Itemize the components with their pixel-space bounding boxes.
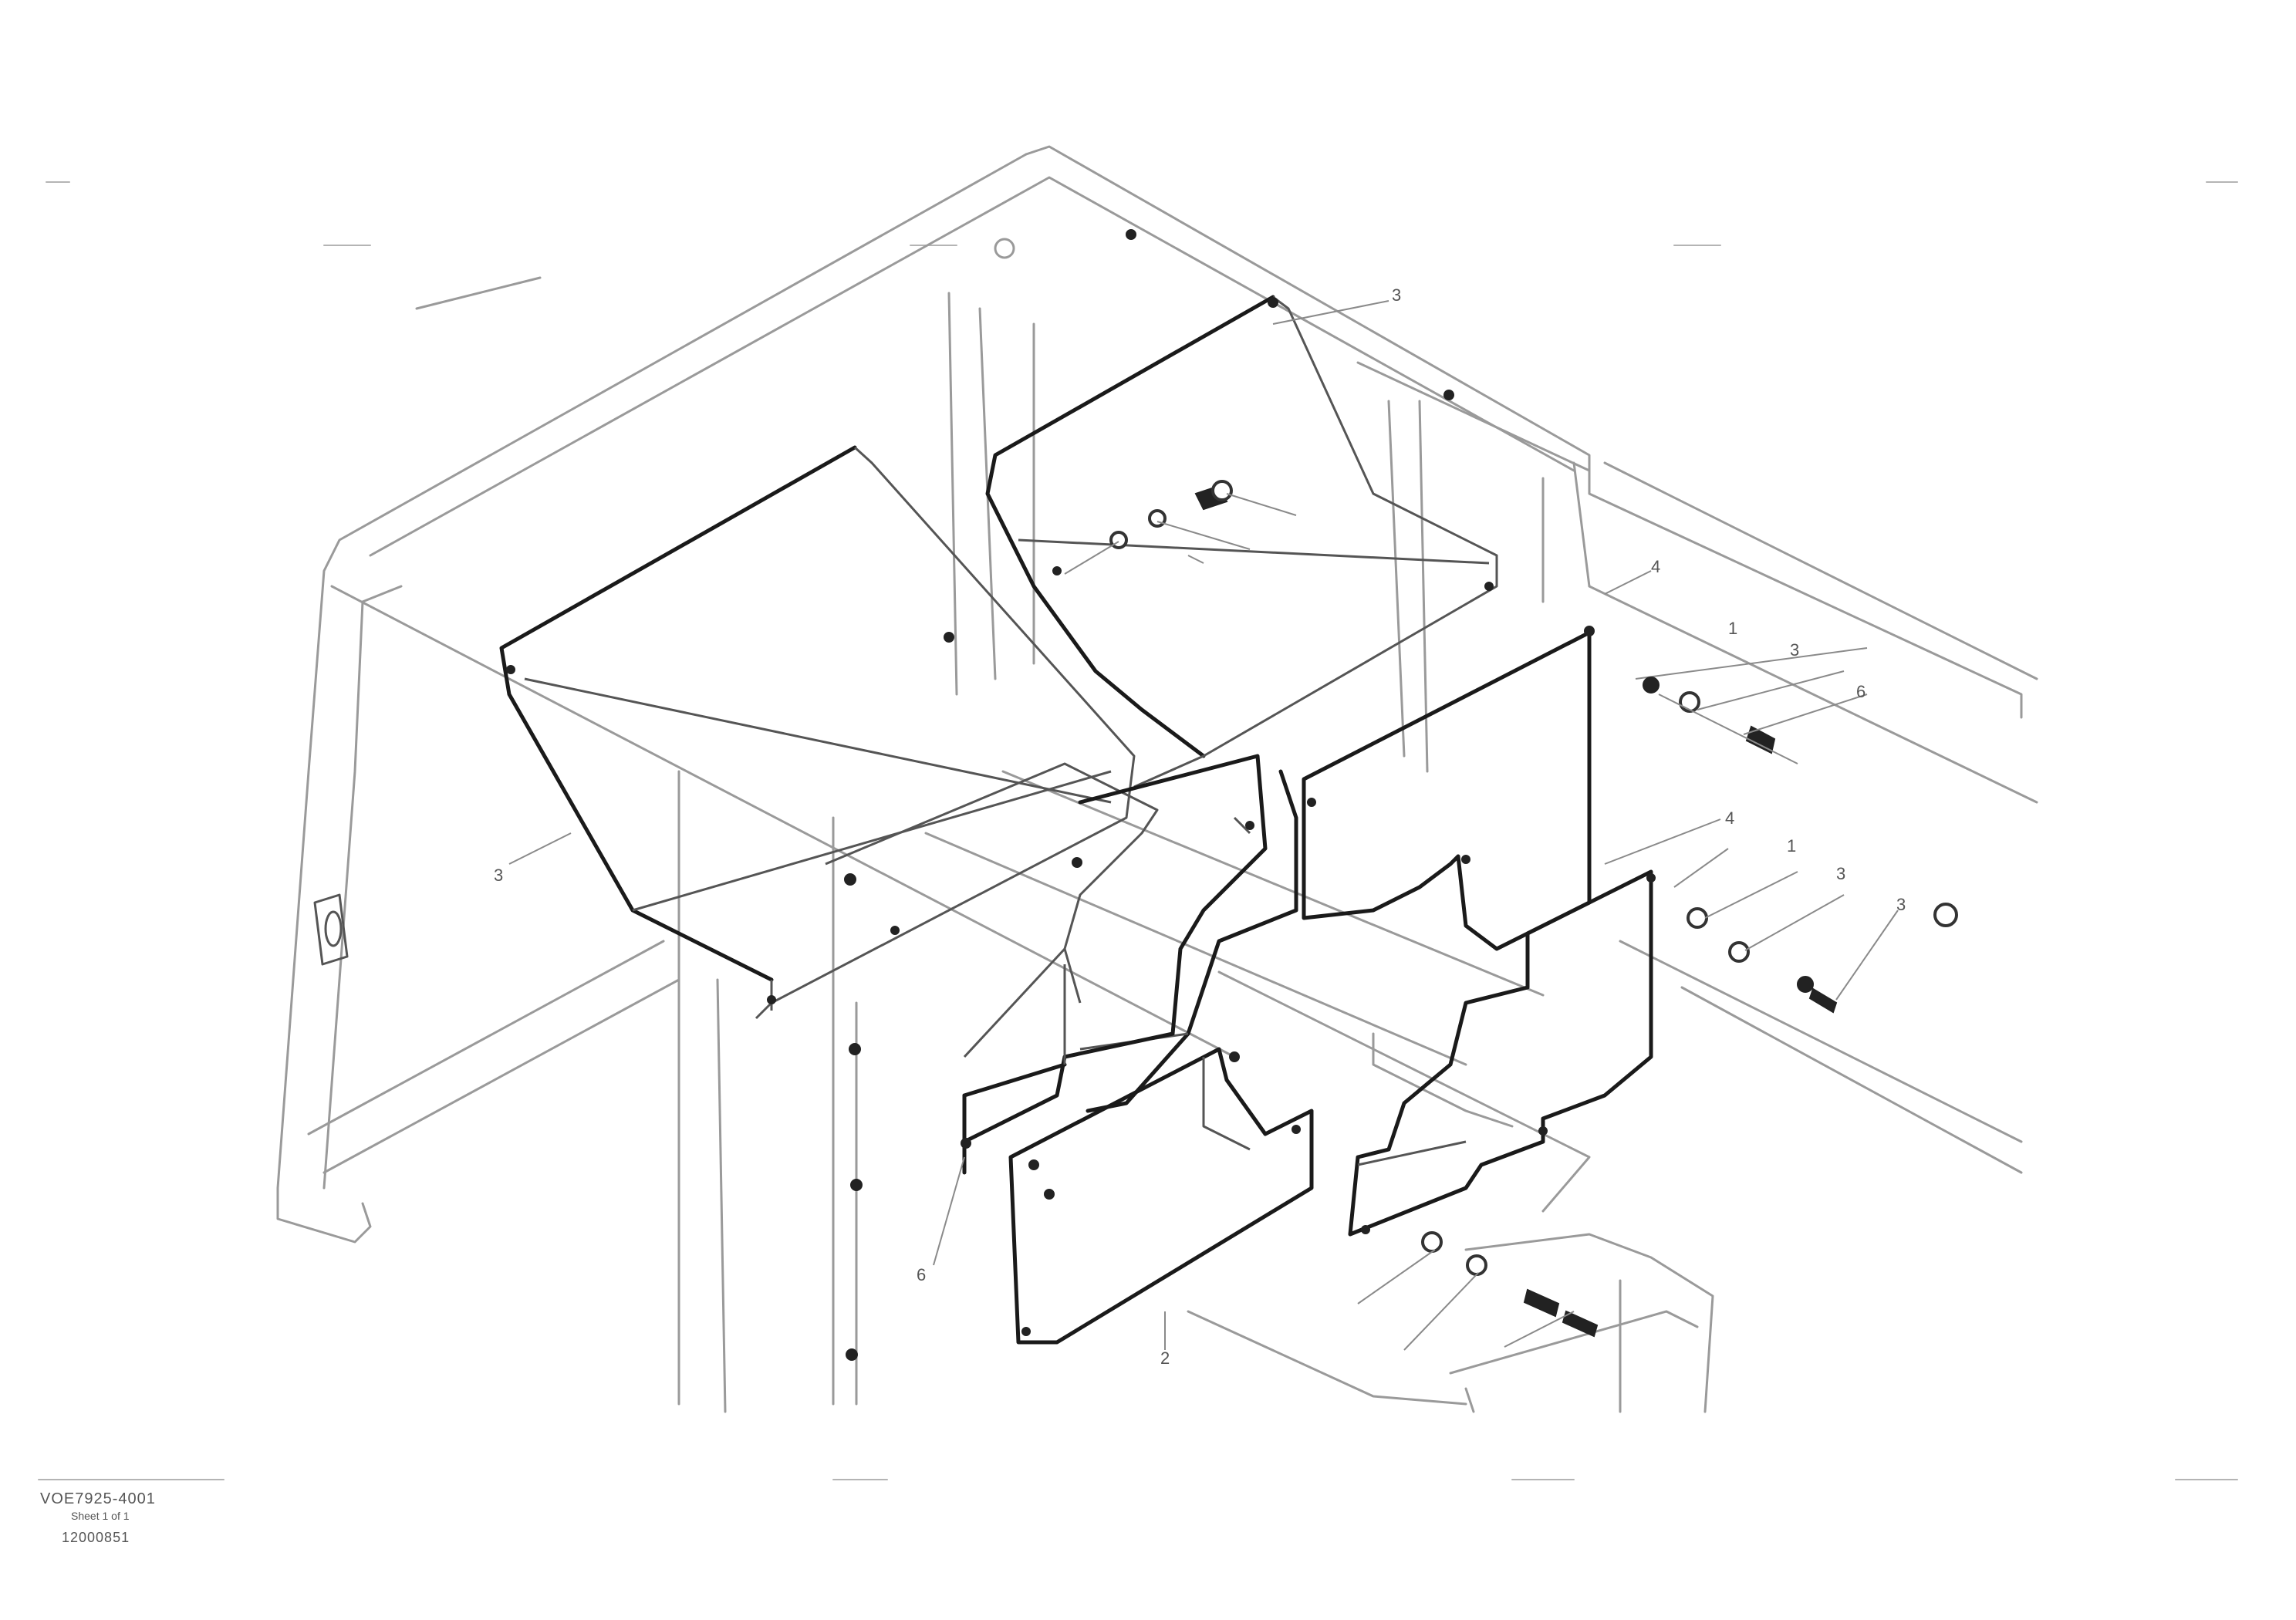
callout-left: 3 bbox=[494, 866, 503, 885]
callout-right-6: 1 bbox=[1787, 836, 1796, 856]
fastener-set-lower bbox=[1357, 1231, 1599, 1351]
callout-lower-mid: 2 bbox=[1160, 1348, 1170, 1368]
plate-right-lower bbox=[1348, 869, 1656, 1237]
border-ticks bbox=[38, 181, 2238, 1480]
panel-right bbox=[985, 295, 1498, 788]
callout-right-8: 3 bbox=[1896, 895, 1906, 914]
callout-right-2: 1 bbox=[1728, 619, 1737, 638]
callout-right-1: 4 bbox=[1651, 557, 1660, 576]
callout-right-4: 6 bbox=[1856, 682, 1866, 701]
pillar-bolts bbox=[844, 873, 1055, 1361]
callout-labels: 3 3 4 1 3 6 4 1 3 3 2 6 bbox=[494, 285, 1906, 1368]
callout-lower-left: 6 bbox=[917, 1265, 926, 1284]
cab-frame bbox=[276, 145, 2038, 1413]
drawing-reference-number: 12000851 bbox=[62, 1530, 130, 1545]
plate-middle bbox=[961, 754, 1268, 1175]
callout-top: 3 bbox=[1392, 285, 1401, 305]
fastener-set-upper-left bbox=[1064, 480, 1297, 575]
callout-right-5: 4 bbox=[1725, 808, 1734, 828]
plate-right-upper bbox=[1302, 626, 1595, 951]
fastener-set-middle bbox=[1673, 848, 1958, 1014]
callout-leaders bbox=[508, 300, 1721, 1350]
fastener-set-upper bbox=[1635, 647, 1868, 764]
callout-right-7: 3 bbox=[1836, 864, 1845, 883]
drawing-reference: VOE7925-4001 Sheet 1 of 1 12000851 bbox=[40, 1490, 156, 1546]
drawing-reference-code: VOE7925-4001 bbox=[40, 1490, 156, 1507]
plate-lower bbox=[1008, 1047, 1314, 1345]
panel-left bbox=[499, 445, 1136, 1020]
drawing-reference-sheet: Sheet 1 of 1 bbox=[71, 1510, 130, 1522]
callout-right-3: 3 bbox=[1790, 640, 1799, 660]
